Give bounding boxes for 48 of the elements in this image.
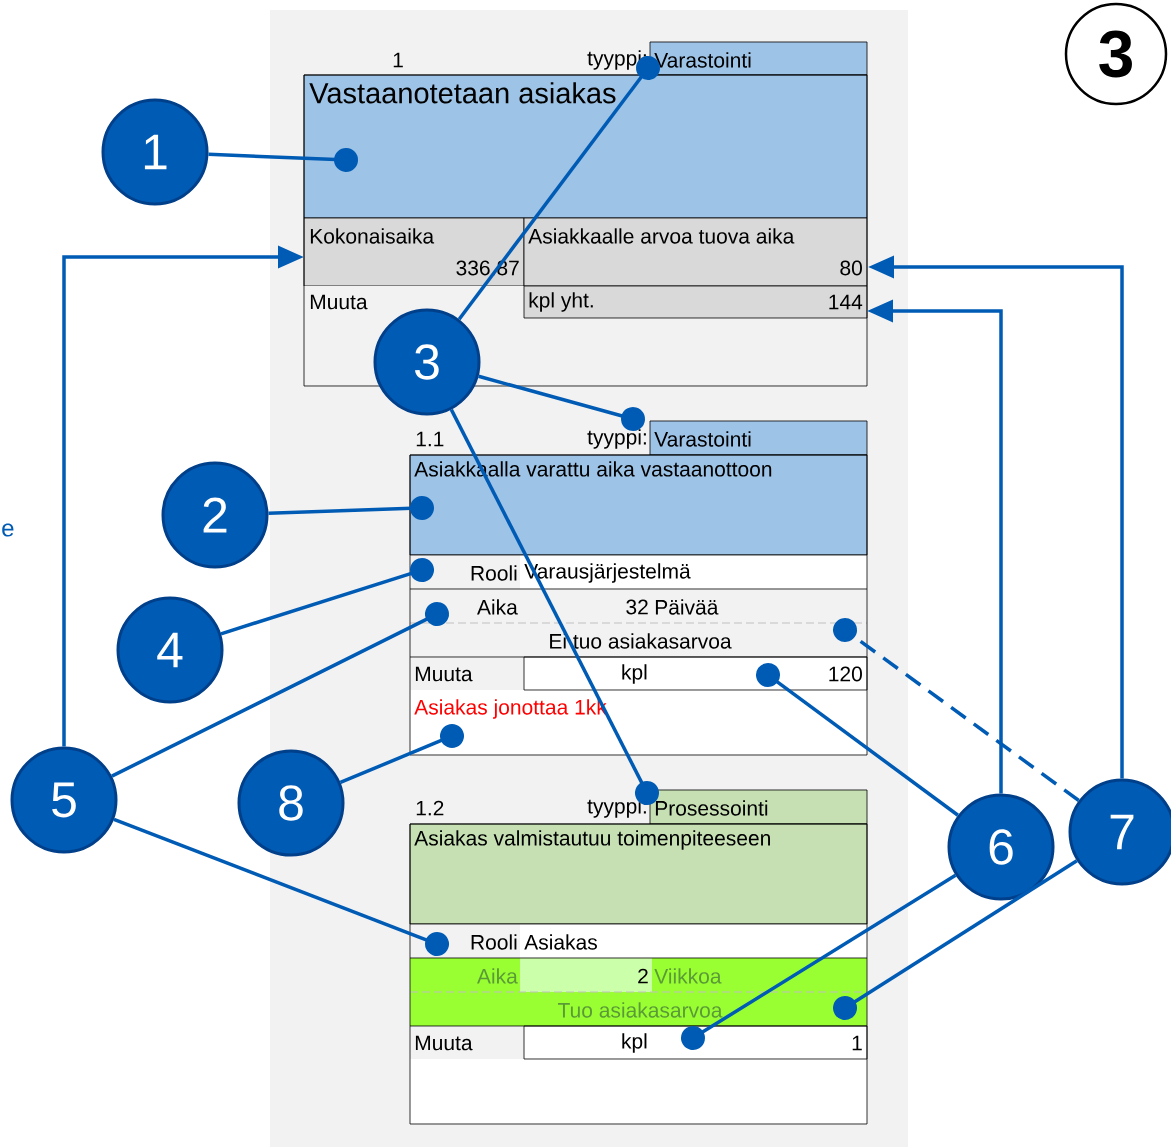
- node-label: 144: [829, 294, 863, 310]
- leader-line: [449, 408, 659, 805]
- callout-number: 7: [1068, 778, 1171, 886]
- callout-number: 1: [101, 98, 209, 206]
- table-cell: Muuta: [410, 657, 524, 690]
- callout-number: 8: [237, 749, 345, 857]
- table-cell: Muuta: [304, 286, 524, 318]
- callout-number: 3: [373, 308, 481, 416]
- node-label: kpl yht.: [529, 292, 593, 312]
- table-cell: Asiakas: [520, 924, 867, 958]
- table-cell: 32: [520, 589, 652, 623]
- type-cell: Varastointi: [649, 420, 868, 456]
- table-cell: kpl 1: [523, 1025, 868, 1060]
- step-number: 1.1: [416, 431, 444, 447]
- step-number: 1.2: [416, 800, 444, 816]
- leader-line: [111, 602, 449, 778]
- leader-line: [833, 618, 1080, 802]
- type-label: tyyppi:: [587, 798, 646, 818]
- callout-number: 2: [161, 461, 269, 569]
- leader-line: [457, 56, 660, 321]
- leader-line: [220, 558, 434, 636]
- step-number: 1: [393, 52, 403, 68]
- callout-number: 4: [116, 596, 224, 704]
- node-label: kpl: [622, 1033, 647, 1053]
- type-cell: Varastointi: [649, 41, 868, 76]
- node-label: 1: [852, 1035, 862, 1051]
- table-cell: Viikkoa: [652, 958, 867, 992]
- leader-line: [756, 663, 959, 817]
- table-cell: Päivää: [652, 589, 867, 623]
- table-cell: kpl yht. 144: [523, 285, 868, 319]
- node-label: kpl: [622, 664, 647, 684]
- leader-line: [268, 496, 434, 520]
- leader-line: [478, 374, 645, 431]
- callout-number: 6: [947, 793, 1055, 901]
- side-text: e: [2, 523, 14, 537]
- callout-number: 5: [10, 746, 118, 854]
- node-label: 120: [829, 666, 862, 682]
- step-badge: 3: [1064, 2, 1168, 106]
- leader-line: [833, 859, 1078, 1020]
- leader-line: [208, 148, 358, 172]
- leader-line: [113, 817, 449, 956]
- leader-line: [681, 873, 957, 1050]
- table-cell: Aika: [410, 958, 520, 992]
- table-cell: 2: [520, 958, 652, 992]
- leader-line: [339, 724, 464, 785]
- type-label: tyyppi:: [587, 429, 646, 449]
- type-cell: Prosessointi: [649, 789, 868, 825]
- table-cell: Muuta: [410, 1026, 524, 1059]
